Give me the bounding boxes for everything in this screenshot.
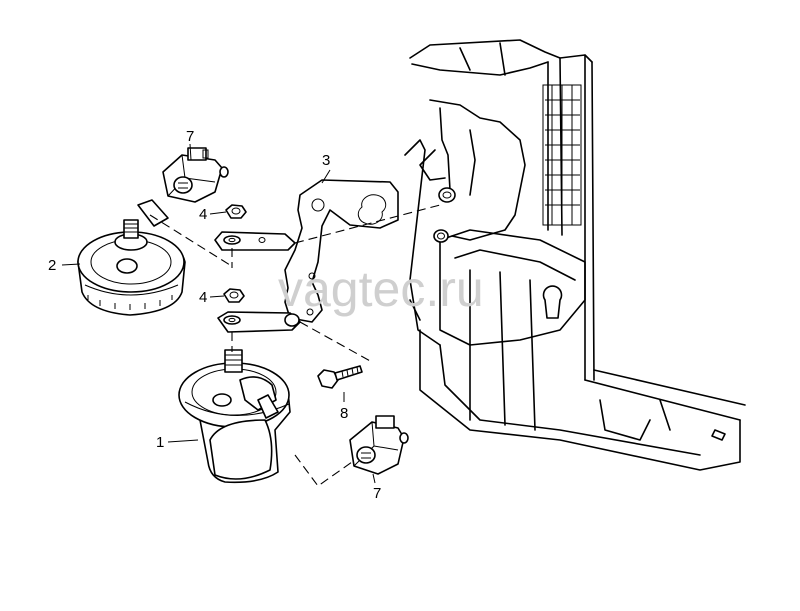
hex-nut-upper [223,204,247,245]
assembly-lines [149,204,441,487]
watermark: vagtec.ru [278,261,484,317]
leader-lines [61,143,376,484]
callout-7-lower: 7 [373,485,381,502]
hex-bolt [317,365,363,389]
electrical-connector-upper [162,147,229,203]
electrical-connector-lower [349,415,409,475]
callout-4-upper: 4 [199,206,207,223]
horn-low-tone [178,349,291,484]
horn-high-tone [77,199,186,316]
callout-8: 8 [340,405,348,422]
callout-3: 3 [322,152,330,169]
callout-4-lower: 4 [199,289,207,306]
callout-2: 2 [48,257,56,274]
callout-7-upper: 7 [186,128,194,145]
hex-nut-lower [223,288,245,325]
callout-1: 1 [156,434,164,451]
body-structure [404,39,746,471]
